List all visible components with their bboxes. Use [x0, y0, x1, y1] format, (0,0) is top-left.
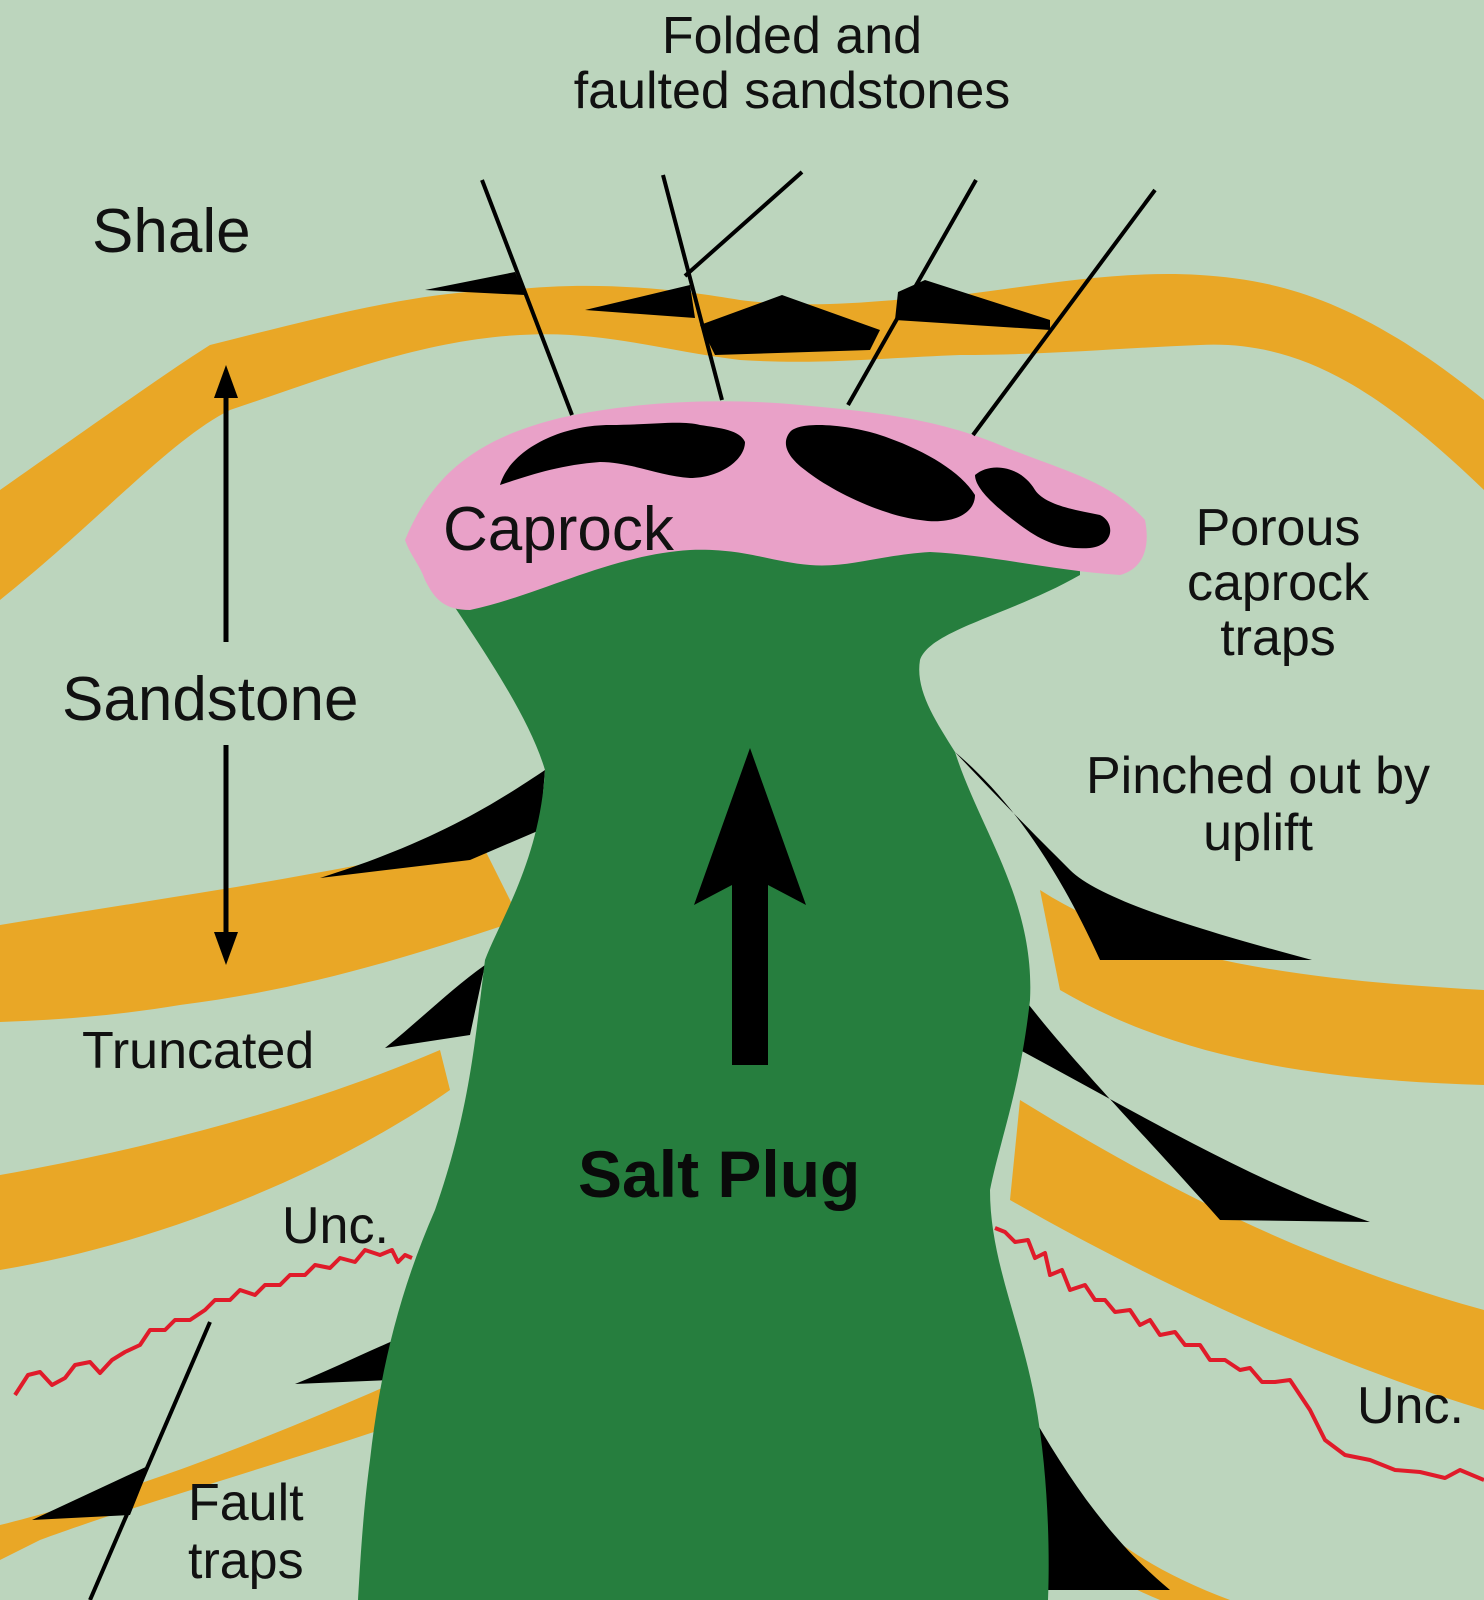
label-pinched-line1: Pinched out by: [1086, 747, 1430, 805]
salt-plug: [358, 540, 1080, 1600]
label-sandstone: Sandstone: [62, 665, 358, 734]
label-salt-plug: Salt Plug: [578, 1137, 860, 1211]
label-porous-line1: Porous: [1196, 499, 1361, 557]
label-truncated: Truncated: [82, 1022, 314, 1080]
sandstone-bed-left-middle: [0, 1050, 450, 1270]
label-folded-line2: faulted sandstones: [574, 62, 1011, 120]
trap-pinchout-right-upper: [955, 752, 1312, 960]
fault-line-5: [971, 188, 1157, 437]
caprock-traps: [500, 422, 1111, 549]
label-shale: Shale: [92, 197, 251, 266]
fault-line-2: [661, 174, 724, 401]
sandstone-bed-left-upper: [0, 840, 520, 1022]
trap-bodies: [32, 272, 1370, 1590]
sandstone-bed-top-arch: [0, 274, 1484, 600]
fault-lines: [88, 170, 1157, 1600]
fault-line-lower-left: [88, 1321, 212, 1600]
trap-fault-left-lower: [295, 1340, 395, 1384]
caprock-trap-tail: [975, 467, 1111, 549]
trap-pinchout-right-middle: [1020, 1000, 1370, 1222]
label-unc-left: Unc.: [282, 1197, 389, 1255]
arrow-down-icon: [214, 932, 238, 965]
label-pinched-line2: uplift: [1203, 804, 1313, 862]
label-folded-line1: Folded and: [662, 7, 922, 65]
unconformity-right: [994, 1226, 1484, 1482]
caprock-trap-left: [500, 422, 745, 485]
fault-line-1: [480, 179, 574, 416]
label-fault-line1: Fault: [188, 1474, 304, 1532]
label-porous-line3: traps: [1220, 609, 1336, 667]
diagram-labels: Folded and faulted sandstones Shale Sand…: [62, 7, 1464, 1590]
trap-top-left: [425, 272, 525, 295]
label-unc-right: Unc.: [1357, 1377, 1464, 1435]
sandstone-bed-right-middle: [1010, 1100, 1484, 1410]
caprock-trap-right: [785, 424, 975, 522]
fault-line-4: [846, 179, 978, 406]
arrow-up-icon: [214, 365, 238, 398]
sandstone-thickness-arrow: [214, 365, 238, 965]
unconformity-left: [13, 1248, 413, 1397]
trap-top-crest: [700, 295, 880, 355]
trap-top-mid-left: [585, 285, 695, 318]
uplift-arrow-icon: [694, 748, 806, 1065]
label-porous-line2: caprock: [1187, 554, 1370, 612]
trap-pinchout-right-lower: [1035, 1420, 1170, 1590]
fault-line-3: [683, 170, 804, 278]
label-fault-line2: traps: [188, 1532, 304, 1590]
trap-top-right: [895, 280, 1050, 330]
trap-truncated-left: [385, 965, 485, 1048]
sandstone-bed-right-upper: [1040, 890, 1484, 1085]
trap-fault-left-bottom: [32, 1465, 150, 1520]
trap-pinchout-left-upper: [320, 770, 545, 878]
label-caprock: Caprock: [443, 495, 675, 564]
unconformities: [13, 1226, 1484, 1482]
